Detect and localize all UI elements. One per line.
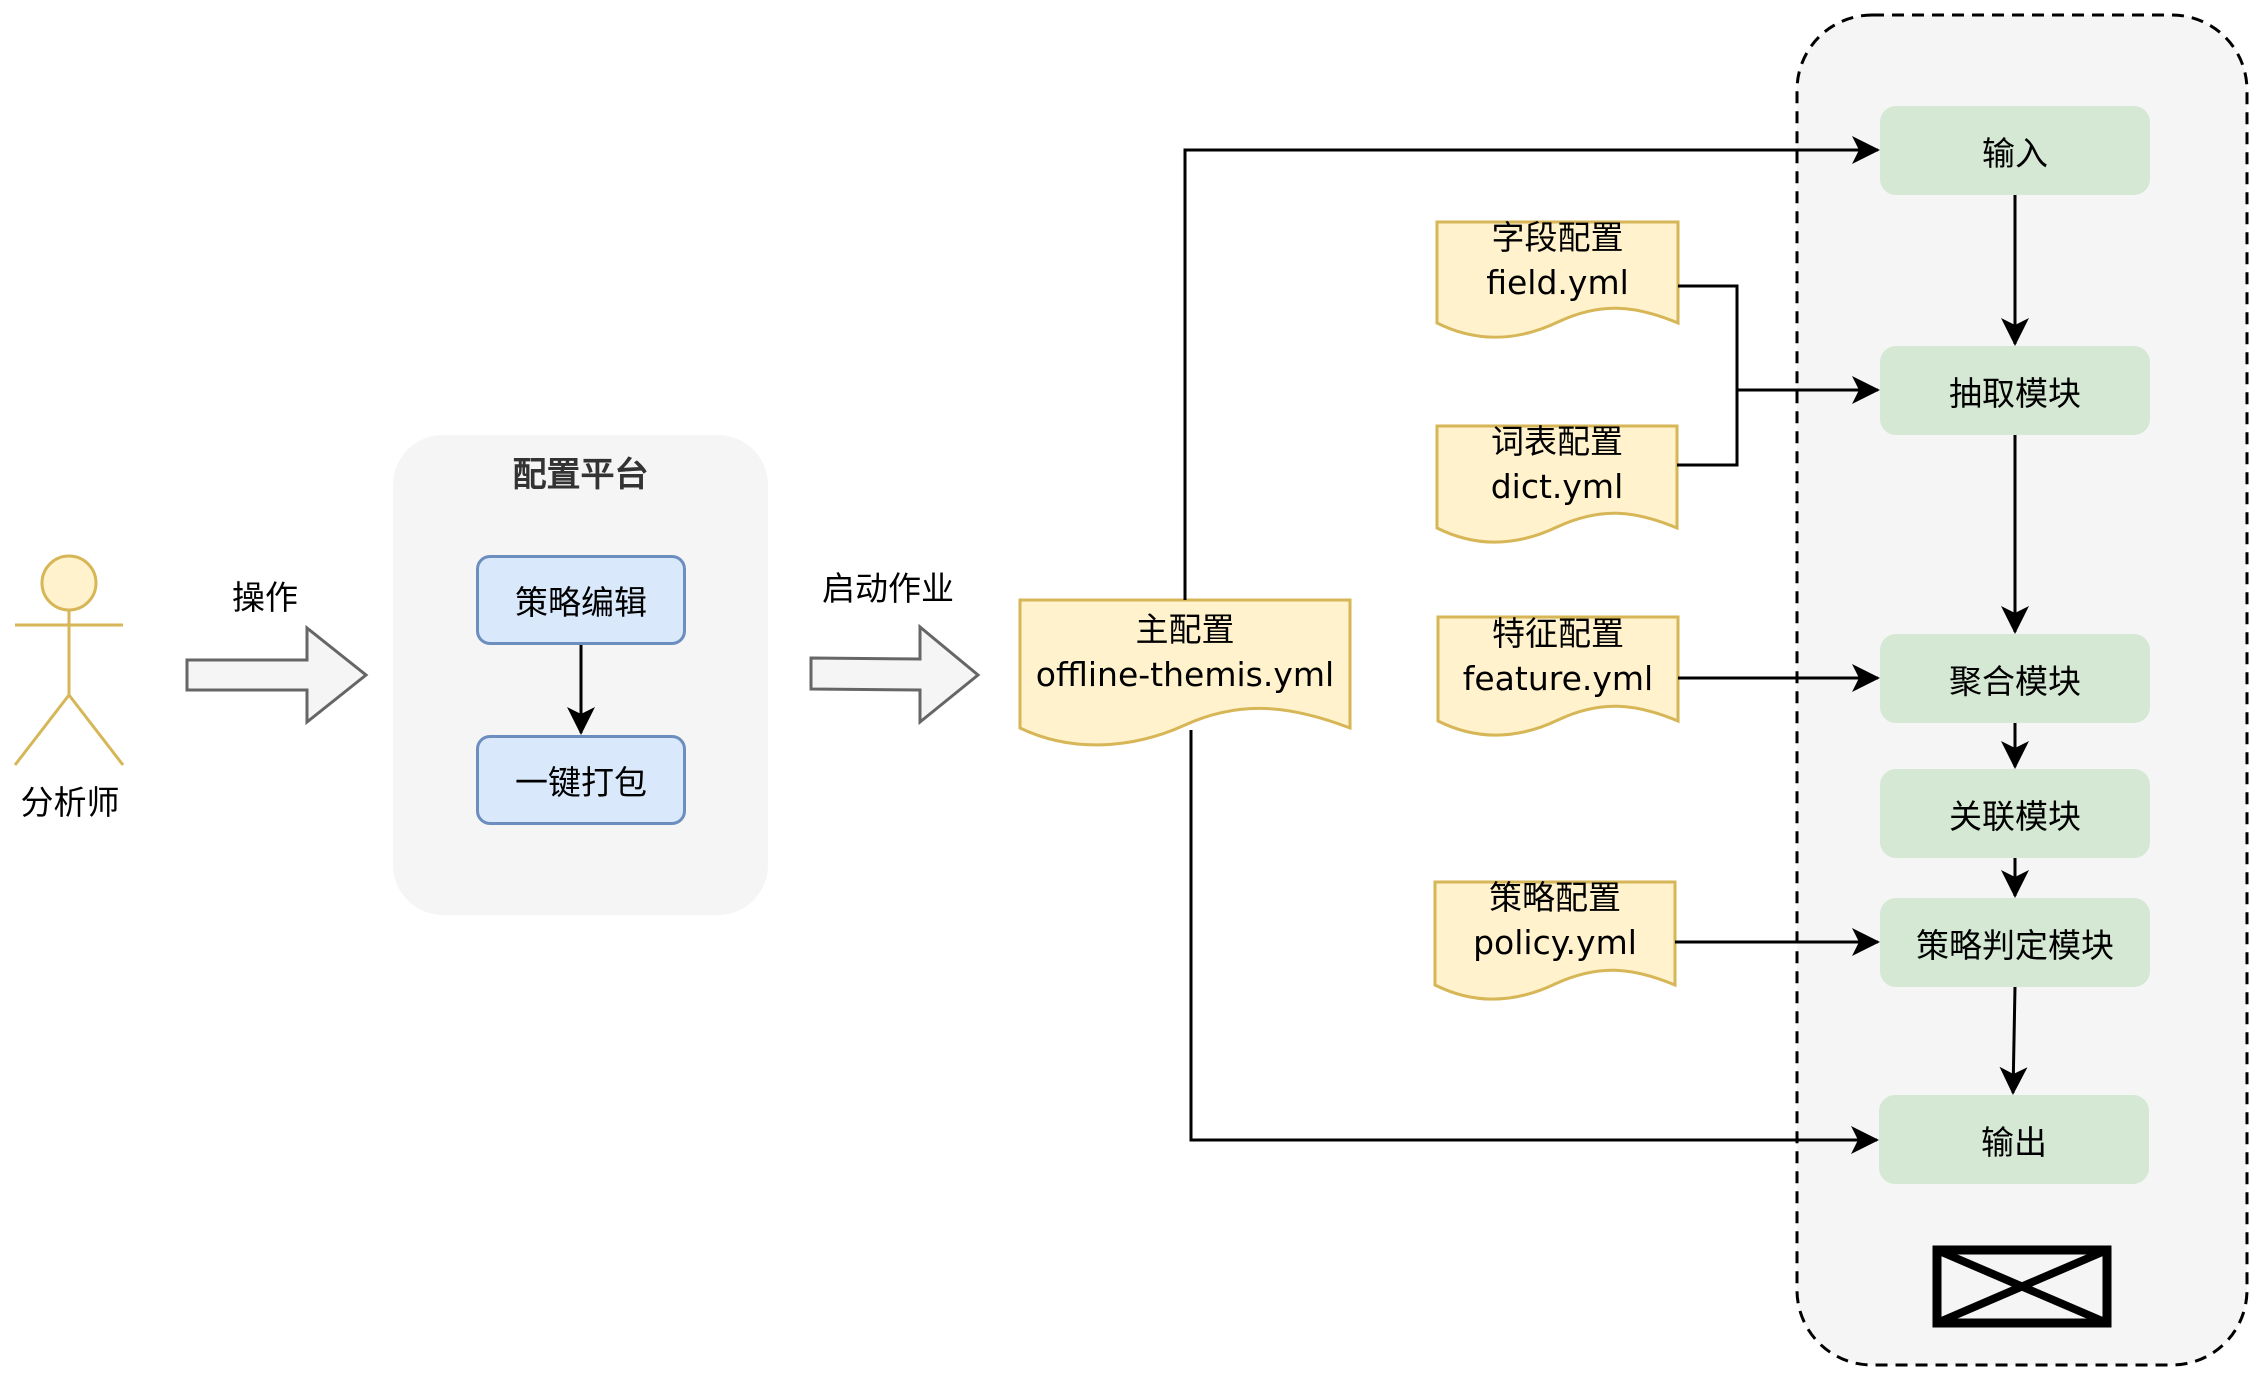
- dict-config-doc[interactable]: 词表配置 dict.yml: [1437, 420, 1677, 509]
- main-config-doc[interactable]: 主配置 offline-themis.yml: [1020, 608, 1350, 697]
- dict-config-title: 词表配置: [1491, 422, 1623, 461]
- field-doc-shape: [1435, 220, 1680, 339]
- main-config-title: 主配置: [1135, 610, 1235, 649]
- actor-icon: [13, 554, 125, 766]
- module-input[interactable]: 输入: [1880, 106, 2150, 195]
- one-click-package-box[interactable]: 一键打包: [476, 735, 686, 825]
- feature-config-doc[interactable]: 特征配置 feature.yml: [1438, 612, 1678, 701]
- main-to-input-connector: [1183, 136, 1880, 600]
- field-connector: [1677, 284, 1739, 467]
- field-config-file: field.yml: [1486, 262, 1629, 302]
- policy-config-doc[interactable]: 策略配置 policy.yml: [1435, 876, 1675, 965]
- start-job-label: 启动作业: [822, 569, 954, 608]
- main-to-output-connector: [1189, 730, 1879, 1154]
- module-associate[interactable]: 关联模块: [1880, 769, 2150, 858]
- main-config-doc-shape: [1018, 598, 1352, 747]
- dict-doc-shape: [1435, 424, 1679, 544]
- policy-doc-shape: [1433, 880, 1677, 1001]
- module-aggregate[interactable]: 聚合模块: [1880, 634, 2150, 723]
- platform-title: 配置平台: [512, 455, 649, 495]
- module-policy-judge[interactable]: 策略判定模块: [1880, 898, 2150, 987]
- policy-config-file: policy.yml: [1473, 922, 1637, 962]
- operate-arrow-icon: [185, 624, 369, 726]
- judge-to-output-arrow: [1999, 986, 2028, 1095]
- module-output[interactable]: 输出: [1879, 1095, 2149, 1184]
- field-config-doc[interactable]: 字段配置 field.yml: [1437, 216, 1678, 305]
- feature-doc-shape: [1436, 615, 1680, 737]
- feature-config-file: feature.yml: [1462, 658, 1654, 698]
- actor-label: 分析师: [20, 783, 120, 822]
- crossed-box-icon: [1932, 1245, 2112, 1328]
- field-config-title: 字段配置: [1491, 218, 1624, 257]
- module-extract[interactable]: 抽取模块: [1880, 346, 2150, 435]
- feature-config-title: 特征配置: [1492, 614, 1624, 653]
- policy-config-title: 策略配置: [1489, 878, 1621, 917]
- strategy-edit-box[interactable]: 策略编辑: [476, 555, 686, 645]
- operate-label: 操作: [232, 578, 298, 617]
- start-job-arrow-icon: [809, 623, 981, 726]
- dict-config-file: dict.yml: [1490, 466, 1624, 506]
- main-config-file: offline-themis.yml: [1035, 654, 1335, 694]
